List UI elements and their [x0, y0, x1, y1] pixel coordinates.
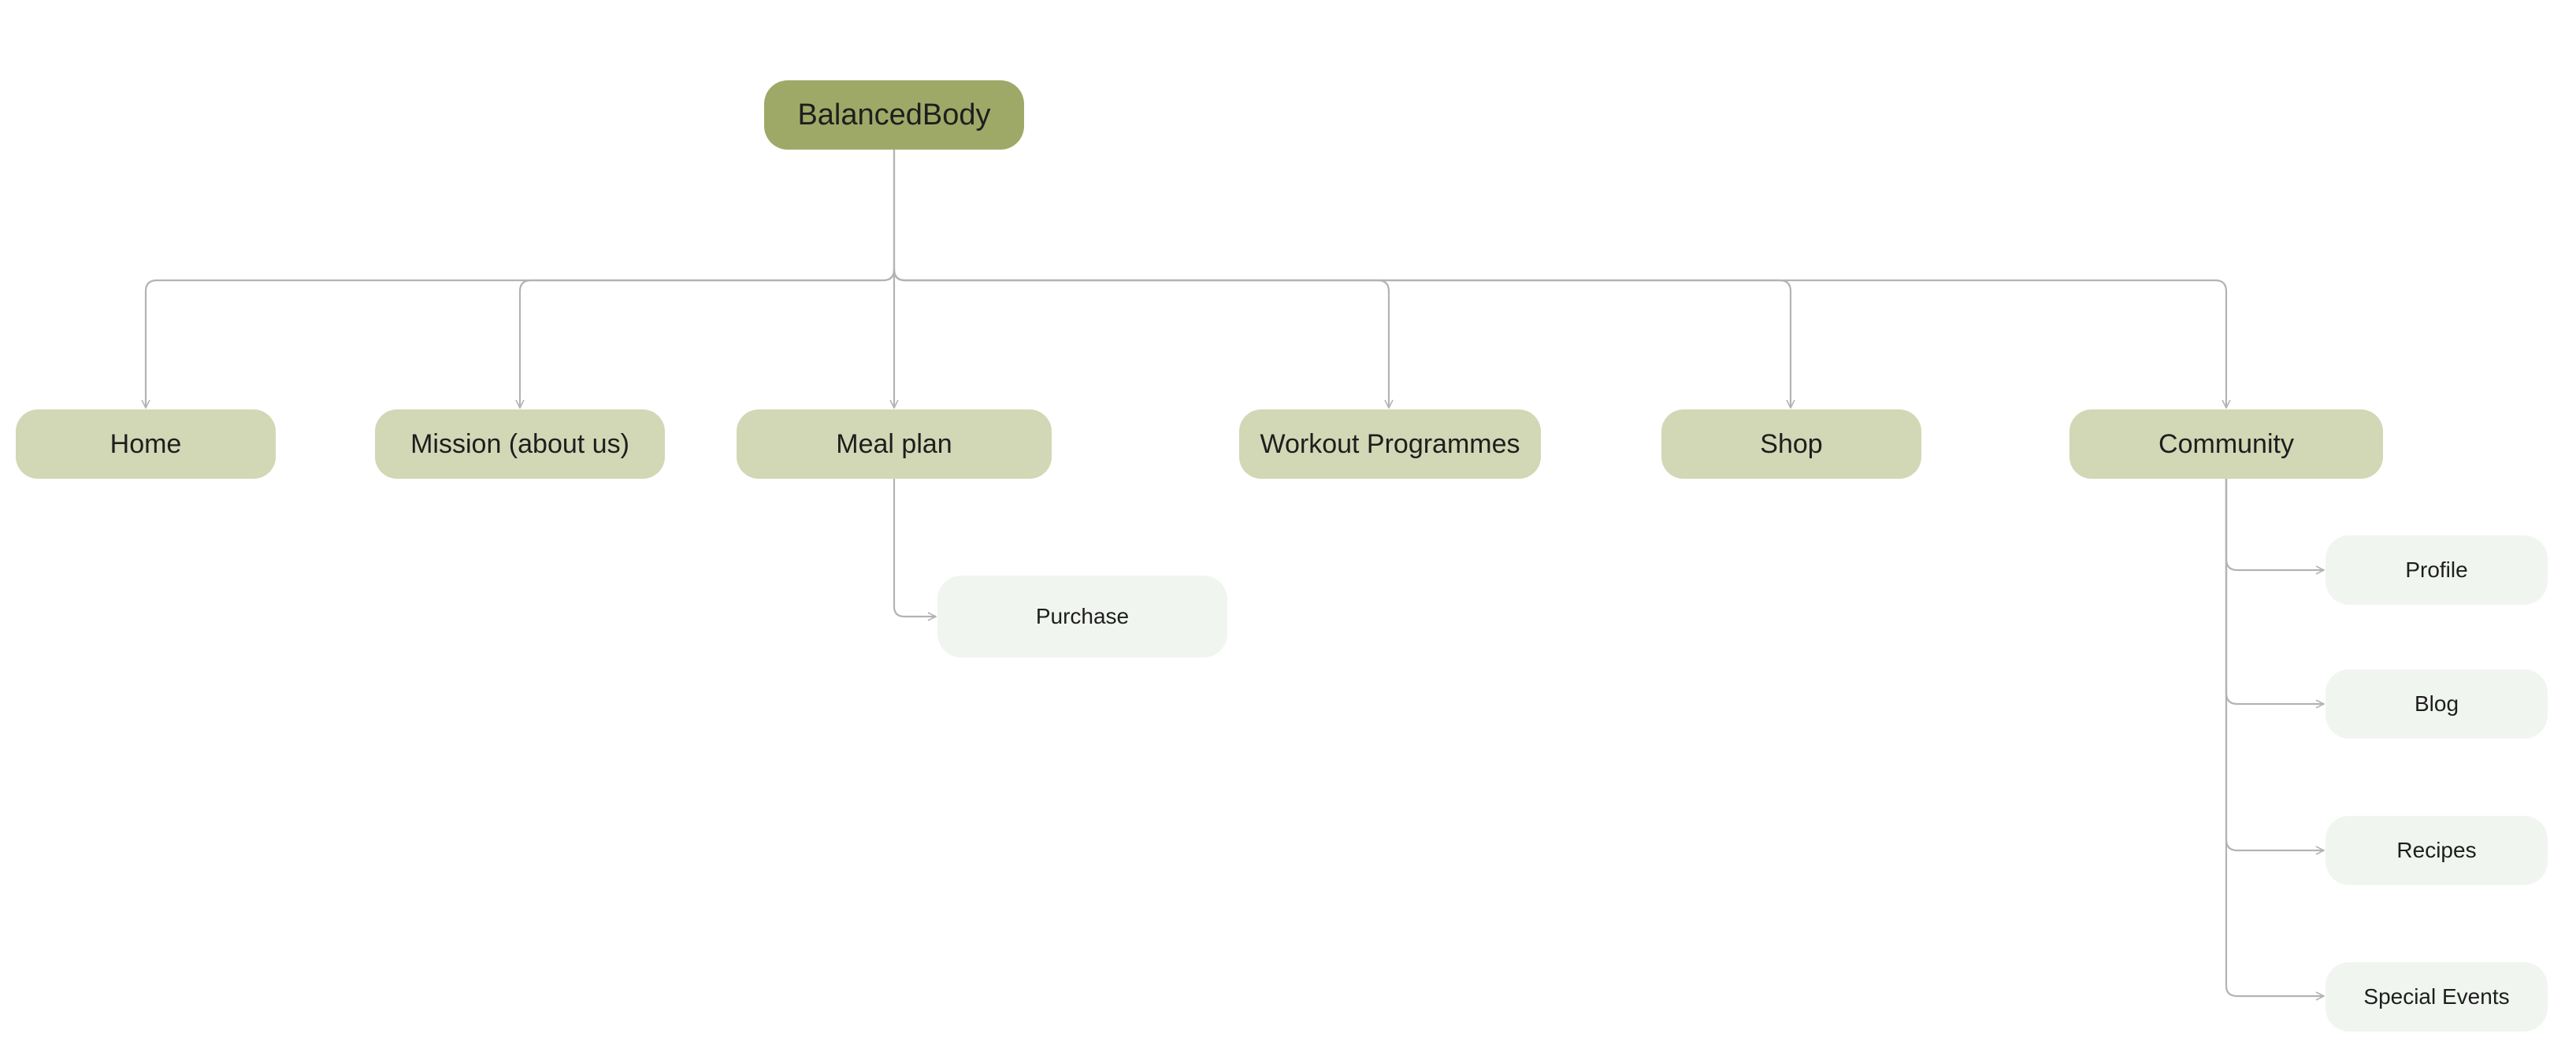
section-home[interactable]: Home — [16, 409, 276, 479]
section-label: Shop — [1760, 428, 1823, 459]
section-mission[interactable]: Mission (about us) — [375, 409, 665, 479]
subpage-label: Blog — [2414, 691, 2459, 716]
root-node[interactable]: BalancedBody — [764, 80, 1024, 150]
section-label: Community — [2158, 428, 2294, 459]
connector-root-to-community — [893, 269, 2226, 408]
subpage-label: Special Events — [2363, 984, 2510, 1009]
subpage-label: Purchase — [1035, 604, 1130, 628]
connector-community-to-recipes — [2225, 479, 2324, 850]
connector-meal-plan-to-purchase — [893, 479, 936, 617]
subpage-profile[interactable]: Profile — [2325, 535, 2548, 605]
connector-community-to-profile — [2225, 479, 2324, 570]
subpage-label: Profile — [2405, 557, 2468, 582]
section-meal-plan[interactable]: Meal plan — [737, 409, 1052, 479]
section-label: Meal plan — [836, 428, 952, 459]
root-node-label: BalancedBody — [797, 98, 991, 132]
section-label: Workout Programmes — [1260, 428, 1520, 459]
subpage-blog[interactable]: Blog — [2325, 669, 2548, 739]
connector-root-to-workout — [893, 269, 1389, 408]
connector-root-to-mission — [520, 269, 896, 408]
section-label: Mission (about us) — [410, 428, 629, 459]
connector-community-to-blog — [2225, 479, 2324, 704]
section-label: Home — [109, 428, 182, 459]
subpage-special-events[interactable]: Special Events — [2325, 962, 2548, 1032]
subpage-label: Recipes — [2396, 838, 2477, 862]
subpage-purchase[interactable]: Purchase — [937, 576, 1227, 658]
connector-root-to-shop — [893, 269, 1791, 408]
section-community[interactable]: Community — [2069, 409, 2383, 479]
section-workout-programmes[interactable]: Workout Programmes — [1239, 409, 1541, 479]
section-shop[interactable]: Shop — [1661, 409, 1921, 479]
connector-community-to-special-events — [2225, 479, 2324, 996]
subpage-recipes[interactable]: Recipes — [2325, 816, 2548, 885]
